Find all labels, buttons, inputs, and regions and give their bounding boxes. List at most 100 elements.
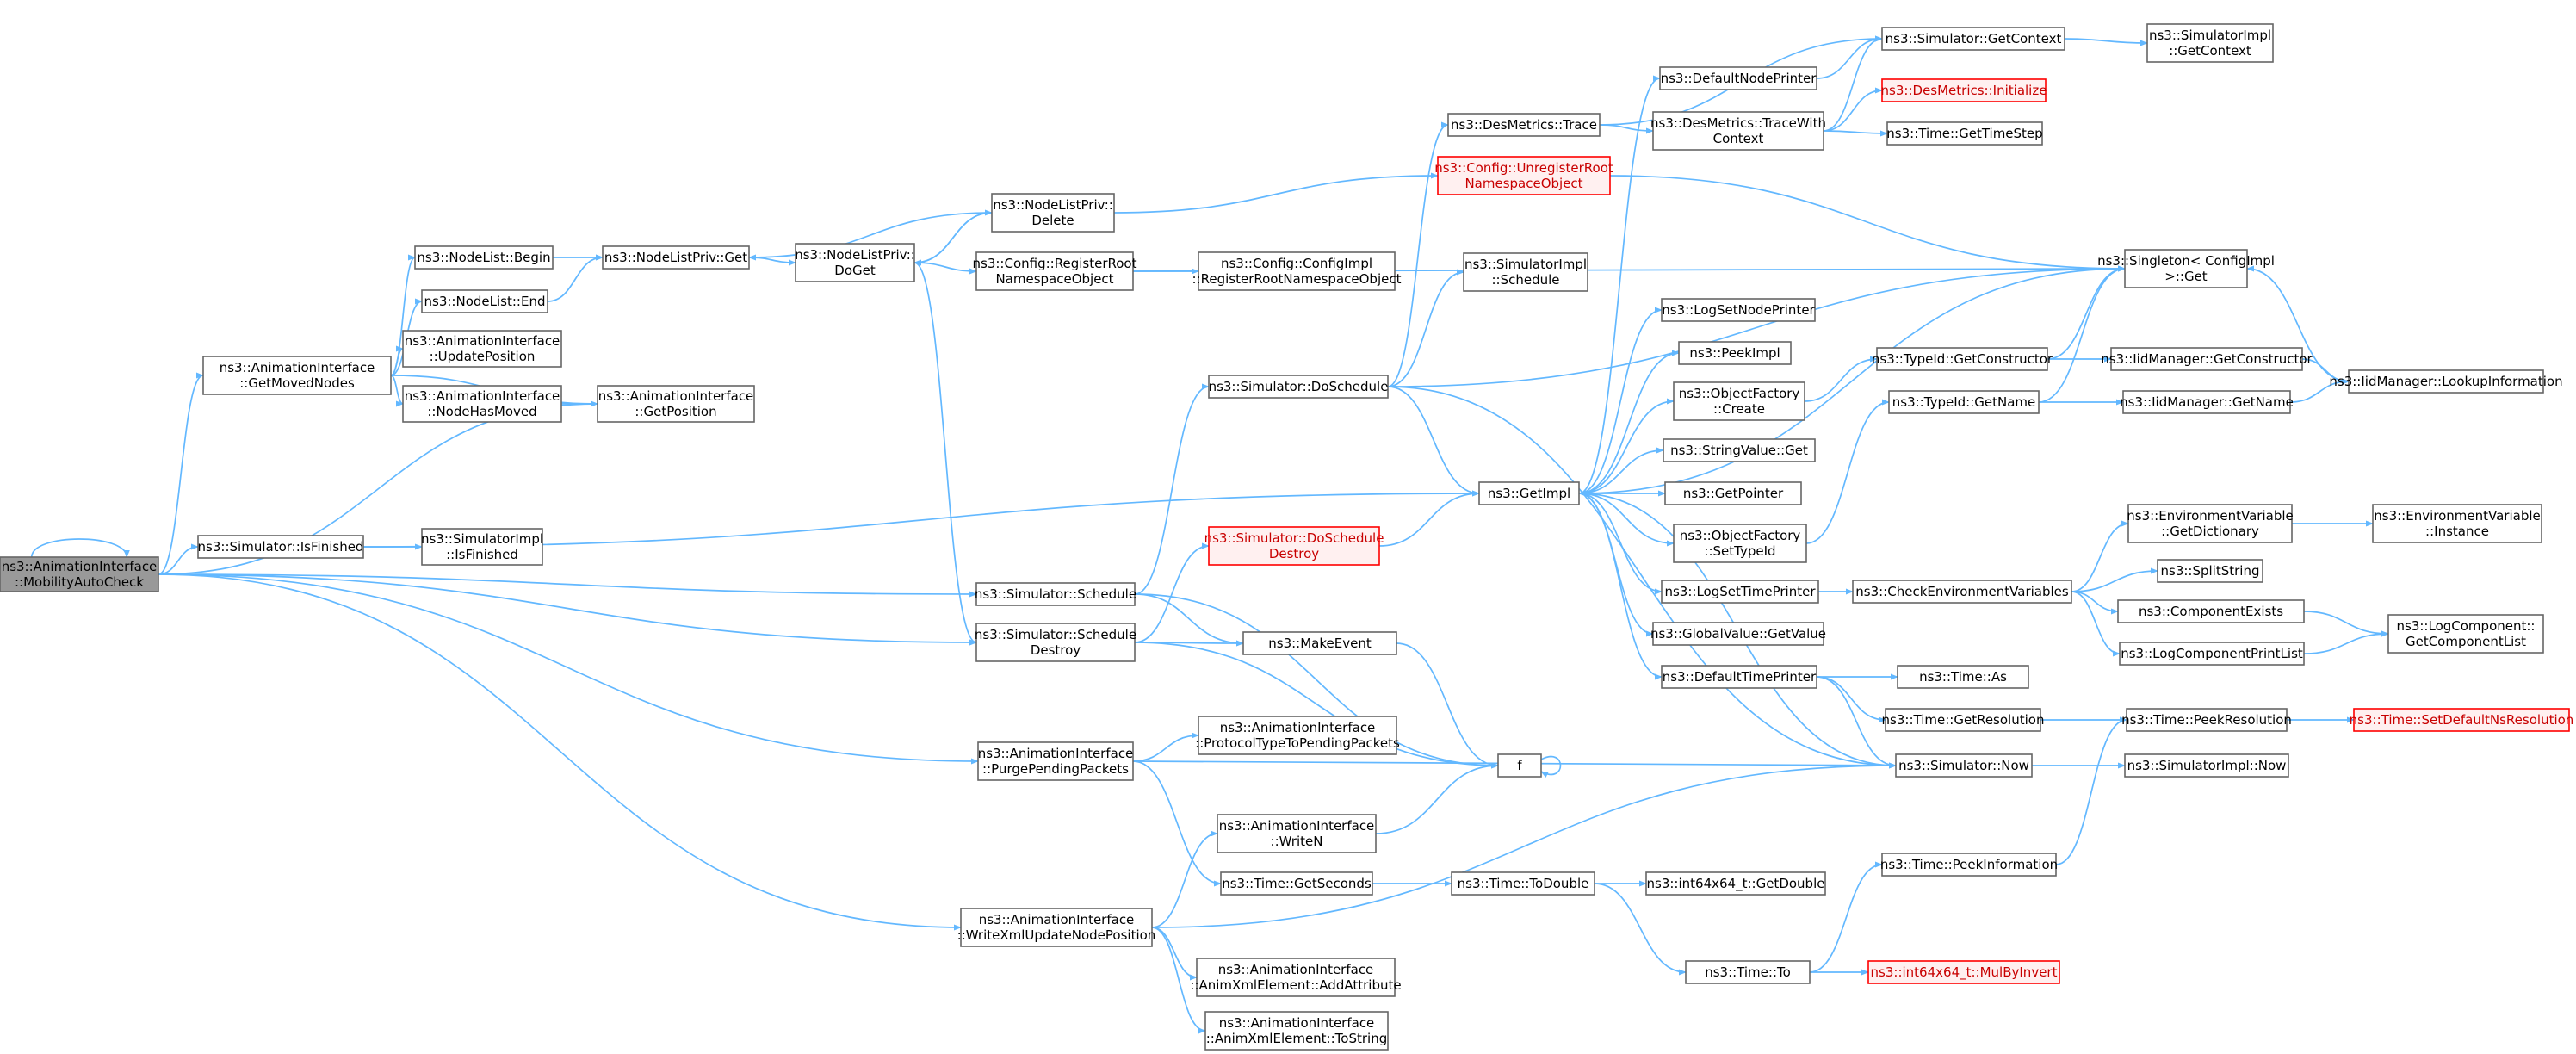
node-sim-impl-schedule[interactable]: ns3::SimulatorImpl::Schedule bbox=[1463, 252, 1588, 292]
node-split-string[interactable]: ns3::SplitString bbox=[2157, 559, 2263, 583]
node-type-id-get-ctor[interactable]: ns3::TypeId::GetConstructor bbox=[1872, 347, 2053, 371]
node-type-id-get-name[interactable]: ns3::TypeId::GetName bbox=[1888, 390, 2040, 414]
node-label: ns3::NodeListPriv:: bbox=[993, 197, 1113, 213]
node-is-finished[interactable]: ns3::Simulator::IsFinished bbox=[197, 535, 364, 559]
edge-simDoSchedule-to-simImplSchedule bbox=[1387, 269, 1464, 388]
node-nlp-get[interactable]: ns3::NodeListPriv::Get bbox=[602, 245, 750, 270]
node-nl-begin[interactable]: ns3::NodeList::Begin bbox=[414, 245, 554, 270]
node-label: ::AnimXmlElement::AddAttribute bbox=[1190, 977, 1401, 993]
node-purge[interactable]: ns3::AnimationInterface::PurgePendingPac… bbox=[977, 741, 1134, 781]
node-node-has-moved[interactable]: ns3::AnimationInterface::NodeHasMoved bbox=[402, 385, 562, 423]
node-check-env[interactable]: ns3::CheckEnvironmentVariables bbox=[1852, 580, 2072, 604]
node-time-to[interactable]: ns3::Time::To bbox=[1685, 960, 1811, 984]
node-iid-get-ctor[interactable]: ns3::IidManager::GetConstructor bbox=[2101, 347, 2313, 371]
node-sim-impl-get-context[interactable]: ns3::SimulatorImpl::GetContext bbox=[2146, 23, 2274, 63]
node-time-as[interactable]: ns3::Time::As bbox=[1897, 665, 2029, 689]
node-focus[interactable]: ns3::AnimationInterface::MobilityAutoChe… bbox=[0, 556, 159, 592]
node-sim-get-context[interactable]: ns3::Simulator::GetContext bbox=[1881, 27, 2065, 51]
node-write-n[interactable]: ns3::AnimationInterface::WriteN bbox=[1217, 814, 1377, 853]
node-time-peek-info[interactable]: ns3::Time::PeekInformation bbox=[1880, 852, 2058, 877]
node-get-position[interactable]: ns3::AnimationInterface::GetPosition bbox=[597, 385, 755, 423]
node-label: ns3::Config::RegisterRoot bbox=[973, 256, 1137, 271]
node-iid-get-name[interactable]: ns3::IidManager::GetName bbox=[2120, 390, 2294, 414]
edge-line bbox=[2055, 716, 2127, 865]
node-int64-mul-by-invert[interactable]: ns3::int64x64_t::MulByInvert bbox=[1867, 960, 2060, 984]
node-des-init[interactable]: ns3::DesMetrics::Initialize bbox=[1881, 78, 2047, 102]
node-peek-impl[interactable]: ns3::PeekImpl bbox=[1678, 341, 1792, 365]
node-make-event[interactable]: ns3::MakeEvent bbox=[1242, 631, 1397, 655]
node-get-seconds[interactable]: ns3::Time::GetSeconds bbox=[1220, 871, 1373, 896]
node-des-trace[interactable]: ns3::DesMetrics::Trace bbox=[1447, 113, 1601, 137]
node-box bbox=[2117, 599, 2305, 623]
node-box bbox=[975, 251, 1134, 291]
node-log-set-node-printer[interactable]: ns3::LogSetNodePrinter bbox=[1661, 298, 1816, 322]
node-of-set-type-id[interactable]: ns3::ObjectFactory::SetTypeId bbox=[1673, 524, 1807, 563]
node-string-value-get[interactable]: ns3::StringValue::Get bbox=[1663, 438, 1816, 462]
node-cfg-unregister[interactable]: ns3::Config::UnregisterRootNamespaceObje… bbox=[1434, 156, 1613, 195]
node-int64-get-double[interactable]: ns3::int64x64_t::GetDouble bbox=[1645, 871, 1826, 896]
node-update-position[interactable]: ns3::AnimationInterface::UpdatePosition bbox=[402, 330, 562, 368]
node-label: ns3::int64x64_t::MulByInvert bbox=[1871, 964, 2058, 981]
node-gv-get-value[interactable]: ns3::GlobalValue::GetValue bbox=[1650, 622, 1826, 646]
node-env-instance[interactable]: ns3::EnvironmentVariable::Instance bbox=[2372, 504, 2542, 543]
node-to-string[interactable]: ns3::AnimationInterface::AnimXmlElement:… bbox=[1204, 1011, 1389, 1051]
node-nlp-delete[interactable]: ns3::NodeListPriv::Delete bbox=[991, 193, 1115, 232]
edge-logComponentPrintList-to-logCompGetList bbox=[2303, 630, 2389, 654]
node-time-get-time-step[interactable]: ns3::Time::GetTimeStep bbox=[1886, 121, 2043, 146]
node-log-comp-get-list[interactable]: ns3::LogComponent::GetComponentList bbox=[2387, 614, 2544, 654]
node-time-peek-resolution[interactable]: ns3::Time::PeekResolution bbox=[2121, 708, 2292, 732]
node-nlp-do-get[interactable]: ns3::NodeListPriv::DoGet bbox=[795, 243, 915, 282]
node-time-set-default-ns[interactable]: ns3::Time::SetDefaultNsResolution bbox=[2350, 708, 2574, 732]
node-component-exists[interactable]: ns3::ComponentExists bbox=[2117, 599, 2305, 623]
node-cfg-impl-register[interactable]: ns3::Config::ConfigImpl::RegisterRootNam… bbox=[1192, 251, 1402, 291]
node-time-to-double[interactable]: ns3::Time::ToDouble bbox=[1451, 871, 1595, 896]
node-default-node-printer[interactable]: ns3::DefaultNodePrinter bbox=[1659, 66, 1817, 90]
node-label: ::GetDictionary bbox=[2161, 524, 2259, 539]
edge-line bbox=[1387, 386, 1897, 769]
node-label: ns3::Simulator::DoSchedule bbox=[1209, 379, 1389, 394]
node-env-get-dict[interactable]: ns3::EnvironmentVariable::GetDictionary bbox=[2127, 504, 2294, 543]
edge-line bbox=[1609, 175, 2126, 272]
edge-line bbox=[1578, 493, 1675, 547]
node-f[interactable]: f bbox=[1497, 753, 1542, 778]
edge-checkEnv-to-componentExists bbox=[2071, 591, 2119, 615]
edge-desTraceWithCtx-to-desInit bbox=[1823, 87, 1883, 132]
edge-line bbox=[1578, 493, 1663, 595]
node-default-time-printer[interactable]: ns3::DefaultTimePrinter bbox=[1661, 665, 1817, 689]
node-label: ns3::SimulatorImpl bbox=[2149, 28, 2271, 43]
edge-desTrace-to-desTraceWithCtx bbox=[1599, 124, 1654, 134]
edge-simDoSchedule-to-getImpl bbox=[1387, 386, 1480, 497]
node-sim-impl-now[interactable]: ns3::SimulatorImpl::Now bbox=[2124, 753, 2289, 778]
node-iid-lookup[interactable]: ns3::IidManager::LookupInformation bbox=[2329, 369, 2563, 394]
node-sim-now[interactable]: ns3::Simulator::Now bbox=[1895, 753, 2033, 778]
node-time-get-resolution[interactable]: ns3::Time::GetResolution bbox=[1882, 708, 2045, 732]
node-nl-end[interactable]: ns3::NodeList::End bbox=[421, 289, 548, 313]
node-sim-schedule[interactable]: ns3::Simulator::Schedule bbox=[975, 582, 1136, 606]
edge-focus-to-isFinished bbox=[158, 543, 199, 575]
edge-line bbox=[1823, 130, 1888, 137]
node-write-xml[interactable]: ns3::AnimationInterface::WriteXmlUpdateN… bbox=[957, 908, 1156, 947]
node-get-impl[interactable]: ns3::GetImpl bbox=[1478, 481, 1580, 505]
edge-ofCreate-to-typeIdGetCtor bbox=[1804, 356, 1878, 402]
node-log-set-time-printer[interactable]: ns3::LogSetTimePrinter bbox=[1661, 580, 1819, 604]
node-of-create[interactable]: ns3::ObjectFactory::Create bbox=[1673, 381, 1805, 421]
node-get-pointer[interactable]: ns3::GetPointer bbox=[1664, 481, 1802, 505]
node-singleton-get[interactable]: ns3::Singleton< ConfigImpl >::Get bbox=[2097, 249, 2275, 288]
node-label: ns3::NodeList::Begin bbox=[417, 250, 550, 265]
node-cfg-register[interactable]: ns3::Config::RegisterRootNamespaceObject bbox=[973, 251, 1137, 291]
node-sim-do-schedule[interactable]: ns3::Simulator::DoSchedule bbox=[1208, 375, 1389, 399]
edge-line bbox=[1578, 350, 1680, 494]
node-sim-impl-is-finished[interactable]: ns3::SimulatorImpl::IsFinished bbox=[421, 528, 543, 566]
node-proto-type[interactable]: ns3::AnimationInterface::ProtocolTypeToP… bbox=[1195, 716, 1400, 755]
edge-line bbox=[1578, 447, 1664, 494]
node-get-moved-nodes[interactable]: ns3::AnimationInterface::GetMovedNodes bbox=[202, 356, 392, 395]
edge-simSchedule-to-simDoSchedule bbox=[1134, 383, 1210, 595]
node-label: ns3::EnvironmentVariable bbox=[2374, 508, 2540, 524]
edge-line bbox=[158, 574, 962, 931]
node-log-component-print-list[interactable]: ns3::LogComponentPrintList bbox=[2119, 642, 2305, 666]
node-add-attr[interactable]: ns3::AnimationInterface::AnimXmlElement:… bbox=[1190, 958, 1402, 997]
edge-f-to-f bbox=[1540, 755, 1562, 778]
